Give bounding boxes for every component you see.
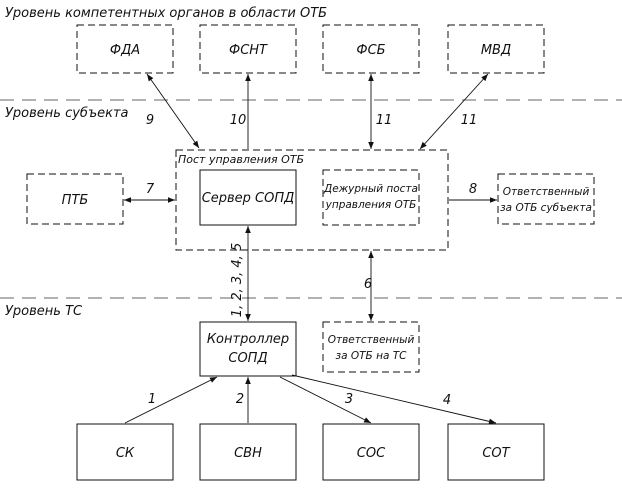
arrow-4-controller-sot	[291, 374, 497, 425]
box-sos-label: СОС	[357, 446, 386, 461]
arrow-11-label-fsb: 11	[376, 113, 393, 128]
box-controller-sopd-line2: СОПД	[228, 351, 267, 366]
box-fsb-label: ФСБ	[356, 43, 385, 58]
arrow-3-controller-sos	[279, 376, 372, 424]
box-server-sopd-label: Сервер СОПД	[202, 191, 295, 206]
box-resp-ts-line1: Ответственный	[328, 334, 415, 346]
arrow-2-label: 2	[236, 392, 244, 407]
arrow-11-label-mvd: 11	[461, 113, 478, 128]
arrow-8-label: 8	[469, 182, 477, 197]
box-duty-officer: Дежурный поста управления ОТБ	[322, 169, 420, 226]
post-frame-title: Пост управления ОТБ	[178, 153, 304, 166]
box-server-sopd: Сервер СОПД	[199, 169, 297, 226]
box-sot-label: СОТ	[482, 446, 510, 461]
box-resp-subject-line1: Ответственный	[503, 186, 590, 198]
arrow-4-label: 4	[443, 393, 451, 408]
box-resp-subject: Ответственный за ОТБ субъекта	[497, 173, 595, 225]
box-controller-sopd: Контроллер СОПД	[199, 321, 297, 377]
box-sot: СОТ	[447, 423, 545, 481]
box-sk: СК	[76, 423, 174, 481]
box-sos: СОС	[322, 423, 420, 481]
box-mvd-label: МВД	[481, 43, 511, 58]
box-controller-sopd-line1: Контроллер	[207, 332, 289, 347]
level-label-ts: Уровень ТС	[5, 304, 83, 319]
box-duty-officer-line2: управления ОТБ	[325, 199, 417, 211]
box-duty-officer-line1: Дежурный поста	[323, 183, 418, 195]
level-label-subject: Уровень субъекта	[5, 106, 129, 121]
box-mvd: МВД	[447, 24, 545, 74]
post-frame: Пост управления ОТБ	[175, 149, 449, 251]
box-fsb: ФСБ	[322, 24, 420, 74]
arrow-9-label: 9	[146, 113, 154, 128]
box-sk-label: СК	[116, 446, 135, 461]
box-resp-subject-line2: за ОТБ субъекта	[500, 202, 592, 214]
arrow-1-5-label: 1, 2, 3, 4, 5	[230, 243, 245, 317]
arrow-3-label: 3	[345, 392, 353, 407]
box-ptb-label: ПТБ	[62, 193, 89, 208]
arrow-11-mvd-post	[419, 73, 489, 150]
arrow-1-label: 1	[148, 392, 156, 407]
box-resp-ts: Ответственный за ОТБ на ТС	[322, 321, 420, 373]
box-fsnt-label: ФСНТ	[229, 43, 268, 58]
arrow-7-label: 7	[146, 182, 155, 197]
arrow-10-label: 10	[230, 113, 247, 128]
arrow-6-label: 6	[364, 277, 372, 292]
arrow-9-fda-post	[146, 73, 200, 149]
level-label-competent: Уровень компетентных органов в области О…	[5, 6, 327, 21]
box-fsnt: ФСНТ	[199, 24, 297, 74]
box-ptb: ПТБ	[26, 173, 124, 225]
box-resp-ts-line2: за ОТБ на ТС	[336, 350, 408, 362]
box-fda: ФДА	[76, 24, 174, 74]
box-svn: СВН	[199, 423, 297, 481]
box-fda-label: ФДА	[110, 43, 140, 58]
box-svn-label: СВН	[234, 446, 262, 461]
arrow-1-sk-controller	[124, 376, 218, 424]
